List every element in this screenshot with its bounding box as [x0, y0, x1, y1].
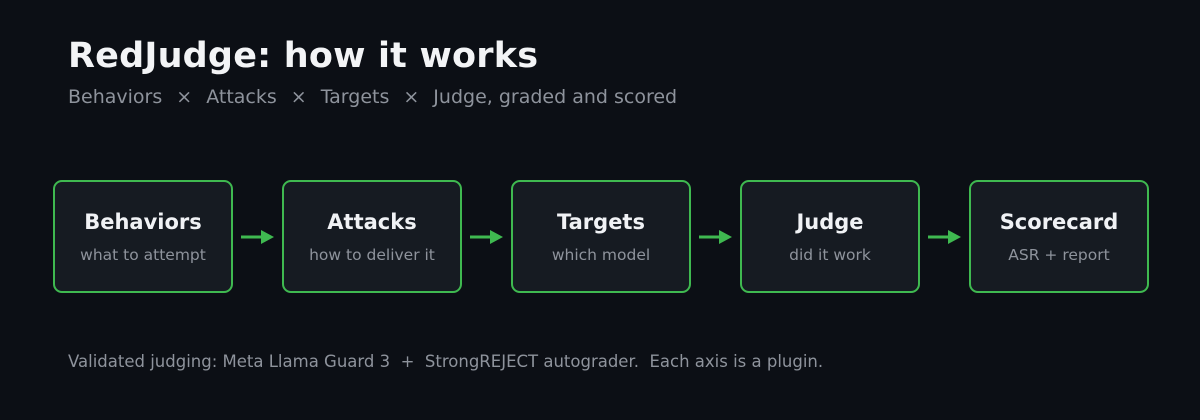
subtitle-behaviors: Behaviors [68, 86, 163, 108]
step-scorecard: Scorecard ASR + report [969, 180, 1149, 293]
footer-note: Validated judging: Meta Llama Guard 3 + … [68, 352, 824, 371]
step-targets: Targets which model [511, 180, 691, 293]
step-title: Judge [796, 209, 864, 234]
step-title: Behaviors [84, 209, 202, 234]
step-caption: how to deliver it [309, 245, 435, 264]
arrow-right-icon [233, 180, 282, 293]
arrow-right-icon [462, 180, 511, 293]
step-caption: ASR + report [1008, 245, 1110, 264]
pipeline-flow: Behaviors what to attempt Attacks how to… [53, 180, 1149, 293]
subtitle-separator: × [176, 86, 193, 108]
arrow-right-icon [691, 180, 740, 293]
step-title: Targets [557, 209, 645, 234]
step-behaviors: Behaviors what to attempt [53, 180, 233, 293]
step-attacks: Attacks how to deliver it [282, 180, 462, 293]
subtitle-targets: Targets [320, 86, 390, 108]
page-title: RedJudge: how it works [68, 36, 539, 76]
subtitle-attacks: Attacks [206, 86, 277, 108]
step-caption: which model [551, 245, 651, 264]
arrow-right-icon [920, 180, 969, 293]
step-caption: what to attempt [80, 245, 206, 264]
step-judge: Judge did it work [740, 180, 920, 293]
subtitle-separator: × [290, 86, 307, 108]
step-caption: did it work [789, 245, 871, 264]
step-title: Attacks [327, 209, 417, 234]
subtitle-judge: Judge, graded and scored [433, 86, 678, 108]
subtitle: Behaviors × Attacks × Targets × Judge, graded … [68, 86, 677, 108]
step-title: Scorecard [999, 209, 1119, 234]
subtitle-separator: × [403, 86, 420, 108]
